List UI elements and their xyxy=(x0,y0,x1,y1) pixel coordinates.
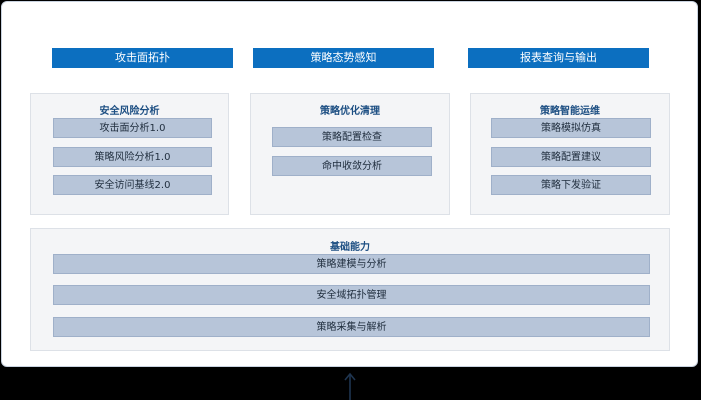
item-security-access-baseline[interactable]: 安全访问基线2.0 xyxy=(53,175,212,195)
item-policy-simulation[interactable]: 策略模拟仿真 xyxy=(491,118,651,138)
item-hit-convergence-analysis[interactable]: 命中收敛分析 xyxy=(272,156,432,176)
item-policy-config-check[interactable]: 策略配置检查 xyxy=(272,127,432,147)
item-attack-surface-analysis[interactable]: 攻击面分析1.0 xyxy=(53,118,212,138)
item-policy-deploy-verification[interactable]: 策略下发验证 xyxy=(491,175,651,195)
group-foundation-capabilities: 基础能力 策略建模与分析 安全域拓扑管理 策略采集与解析 xyxy=(30,228,670,351)
top-button-attack-surface-topology[interactable]: 攻击面拓扑 xyxy=(52,48,233,68)
item-security-zone-topology-mgmt[interactable]: 安全域拓扑管理 xyxy=(53,285,650,305)
top-button-report-query-output[interactable]: 报表查询与输出 xyxy=(468,48,649,68)
item-policy-modeling-analysis[interactable]: 策略建模与分析 xyxy=(53,254,650,274)
group-title: 策略智能运维 xyxy=(540,106,600,117)
group-policy-optimization-cleanup: 策略优化清理 策略配置检查 命中收敛分析 xyxy=(250,93,450,215)
group-title: 安全风险分析 xyxy=(99,106,160,117)
item-policy-risk-analysis[interactable]: 策略风险分析1.0 xyxy=(53,147,212,167)
group-policy-intelligent-ops: 策略智能运维 策略模拟仿真 策略配置建议 策略下发验证 xyxy=(470,93,670,215)
up-arrow-icon xyxy=(344,372,356,400)
architecture-panel: 攻击面拓扑 策略态势感知 报表查询与输出 安全风险分析 攻击面分析1.0 策略风… xyxy=(1,1,698,367)
group-title: 策略优化清理 xyxy=(320,106,380,117)
group-security-risk-analysis: 安全风险分析 攻击面分析1.0 策略风险分析1.0 安全访问基线2.0 xyxy=(30,93,229,215)
item-policy-collection-parsing[interactable]: 策略采集与解析 xyxy=(53,317,650,337)
group-title: 基础能力 xyxy=(330,242,370,253)
top-button-policy-situation-awareness[interactable]: 策略态势感知 xyxy=(253,48,434,68)
item-policy-config-suggestion[interactable]: 策略配置建议 xyxy=(491,147,651,167)
